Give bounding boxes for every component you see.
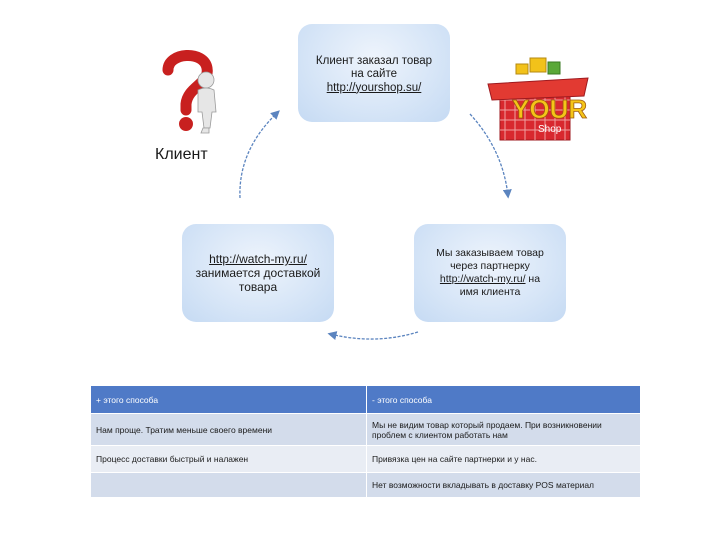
step-box-partner-order-line4: имя клиента bbox=[459, 286, 521, 298]
table-cell bbox=[90, 472, 367, 498]
step-box-partner-order-line1: Мы заказываем товар bbox=[436, 247, 544, 259]
cons-header: - этого способа bbox=[366, 385, 641, 414]
watch-my-link-partner[interactable]: http://watch-my.ru/ bbox=[439, 273, 526, 285]
step-box-customer-order: Клиент заказал товар на сайте http://you… bbox=[298, 24, 450, 122]
person-figure-icon bbox=[197, 71, 217, 134]
step-box-partner-order-line3-wrap: http://watch-my.ru/ на bbox=[440, 273, 540, 286]
pros-cons-table: + этого способа - этого способа Нам прощ… bbox=[90, 385, 641, 498]
arrow-left-to-top bbox=[239, 110, 280, 199]
step-box-customer-order-line1: Клиент заказал товар bbox=[315, 54, 433, 67]
table-row: Нет возможности вкладывать в доставку PO… bbox=[90, 472, 641, 498]
logo-main-text: YOUR bbox=[512, 94, 587, 124]
step-box-partner-order: Мы заказываем товар через партнерку http… bbox=[414, 224, 566, 322]
arrow-top-to-right bbox=[469, 113, 512, 199]
step-box-partner-order-line2: через партнерку bbox=[450, 260, 530, 272]
step-box-partner-order-link-suffix: на bbox=[525, 273, 541, 285]
table-cell: Процесс доставки быстрый и налажен bbox=[90, 445, 367, 473]
step-box-delivery-line2: товара bbox=[238, 280, 278, 294]
table-cell: Нам проще. Тратим меньше своего времени bbox=[90, 413, 367, 446]
table-row: Процесс доставки быстрый и налажен Привя… bbox=[90, 445, 641, 473]
step-box-delivery-line1: занимается доставкой bbox=[195, 266, 321, 280]
logo-sub-text: Shop bbox=[538, 124, 562, 135]
table-cell: Нет возможности вкладывать в доставку PO… bbox=[366, 472, 641, 498]
yourshop-link[interactable]: http://yourshop.su/ bbox=[326, 81, 422, 94]
question-mark-icon bbox=[162, 50, 213, 131]
watch-my-link-delivery[interactable]: http://watch-my.ru/ bbox=[209, 252, 307, 266]
table-row: Нам проще. Тратим меньше своего времени … bbox=[90, 413, 641, 446]
pros-header: + этого способа bbox=[90, 385, 367, 414]
table-header-row: + этого способа - этого способа bbox=[90, 385, 641, 414]
table-cell: Мы не видим товар который продаем. При в… bbox=[366, 413, 641, 446]
client-label: Клиент bbox=[155, 146, 208, 163]
step-box-delivery: http://watch-my.ru/ занимается доставкой… bbox=[182, 224, 334, 322]
step-box-customer-order-line2: на сайте bbox=[350, 68, 398, 81]
table-cell: Привязка цен на сайте партнерки и у нас. bbox=[366, 445, 641, 473]
